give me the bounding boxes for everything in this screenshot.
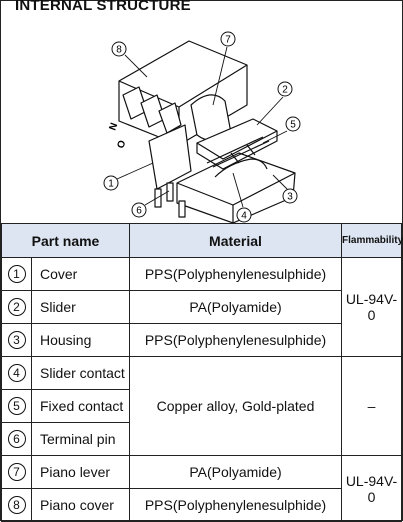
leader-3 <box>272 174 288 190</box>
leader-1 <box>116 162 154 180</box>
part-name: Slider contact <box>40 365 125 381</box>
table-row: 3 Housing PPS(Polyphenylenesulphide) <box>1 323 402 357</box>
part-name: Terminal pin <box>40 431 116 447</box>
marking-n: N <box>107 121 120 132</box>
part-name: Housing <box>40 332 92 348</box>
table-row: 4 Slider contact Copper alloy, Gold-plat… <box>1 356 402 456</box>
table-row: 7 Piano lever PA(Polyamide) UL-94V-0 <box>1 455 402 522</box>
callout-1: 1 <box>103 175 119 191</box>
svg-text:7: 7 <box>225 35 231 46</box>
svg-text:2: 2 <box>282 85 288 96</box>
row-number: 6 <box>2 423 32 455</box>
part-name: Cover <box>40 266 78 282</box>
row-number: 5 <box>2 390 32 422</box>
callout-8: 8 <box>111 41 127 57</box>
row-number: 3 <box>2 324 32 356</box>
slider-contact-shape <box>214 158 268 178</box>
callout-3: 3 <box>282 188 298 204</box>
material-cell: PA(Polyamide) <box>129 290 342 324</box>
table-row: 8 Piano cover PPS(Polyphenylenesulphide) <box>1 488 402 522</box>
marking-o: O <box>115 139 128 150</box>
leader-2 <box>256 96 284 126</box>
leader-4 <box>232 172 244 208</box>
table-row: 1 Cover PPS(Polyphenylenesulphide) UL-94… <box>1 257 402 357</box>
table-header-row: Part name Material Flammability <box>1 223 403 258</box>
table-row: 5 Fixed contact <box>1 389 402 423</box>
header-material: Material <box>129 223 342 258</box>
flammability-cell: – <box>341 356 402 456</box>
svg-text:4: 4 <box>241 211 247 222</box>
section-title: INTERNAL STRUCTURE <box>15 0 191 14</box>
table-row: 2 Slider PA(Polyamide) <box>1 290 402 324</box>
material-cell: PA(Polyamide) <box>129 455 342 489</box>
row-number: 1 <box>2 258 32 290</box>
row-number: 7 <box>2 456 32 488</box>
svg-text:8: 8 <box>116 45 122 56</box>
svg-text:6: 6 <box>136 206 142 217</box>
leader-7 <box>212 46 228 106</box>
callout-7: 7 <box>220 31 236 47</box>
flammability-cell: UL-94V-0 <box>341 455 402 522</box>
internal-structure-drawing: N O 8 7 2 <box>103 31 301 223</box>
svg-text:3: 3 <box>287 192 293 203</box>
callout-5: 5 <box>285 116 301 132</box>
materials-table: Part name Material Flammability 1 Cover … <box>1 223 403 522</box>
flammability-cell: UL-94V-0 <box>341 257 402 357</box>
material-cell: PPS(Polyphenylenesulphide) <box>129 257 342 291</box>
callout-4: 4 <box>236 207 252 223</box>
row-number: 2 <box>2 291 32 323</box>
part-name: Slider <box>40 299 76 315</box>
material-cell: PPS(Polyphenylenesulphide) <box>129 323 342 357</box>
piano-key <box>158 102 182 134</box>
row-number: 8 <box>2 489 32 521</box>
callout-2: 2 <box>277 81 293 97</box>
part-name: Fixed contact <box>40 398 124 414</box>
svg-text:1: 1 <box>108 179 114 190</box>
part-name: Piano lever <box>40 464 111 480</box>
cover-shape <box>148 124 192 190</box>
header-part-name: Part name <box>1 223 130 258</box>
leader-5 <box>262 130 288 144</box>
callout-6: 6 <box>131 202 147 218</box>
svg-text:5: 5 <box>290 120 296 131</box>
header-flammability: Flammability <box>341 223 403 258</box>
leader-6 <box>144 190 170 206</box>
material-cell: Copper alloy, Gold-plated <box>129 356 342 456</box>
terminal-pins <box>154 182 186 218</box>
row-number: 4 <box>2 357 32 389</box>
leader-8 <box>124 54 148 78</box>
material-cell: PPS(Polyphenylenesulphide) <box>129 488 342 522</box>
part-name: Piano cover <box>40 497 114 513</box>
fixed-contact-shape <box>206 136 270 168</box>
